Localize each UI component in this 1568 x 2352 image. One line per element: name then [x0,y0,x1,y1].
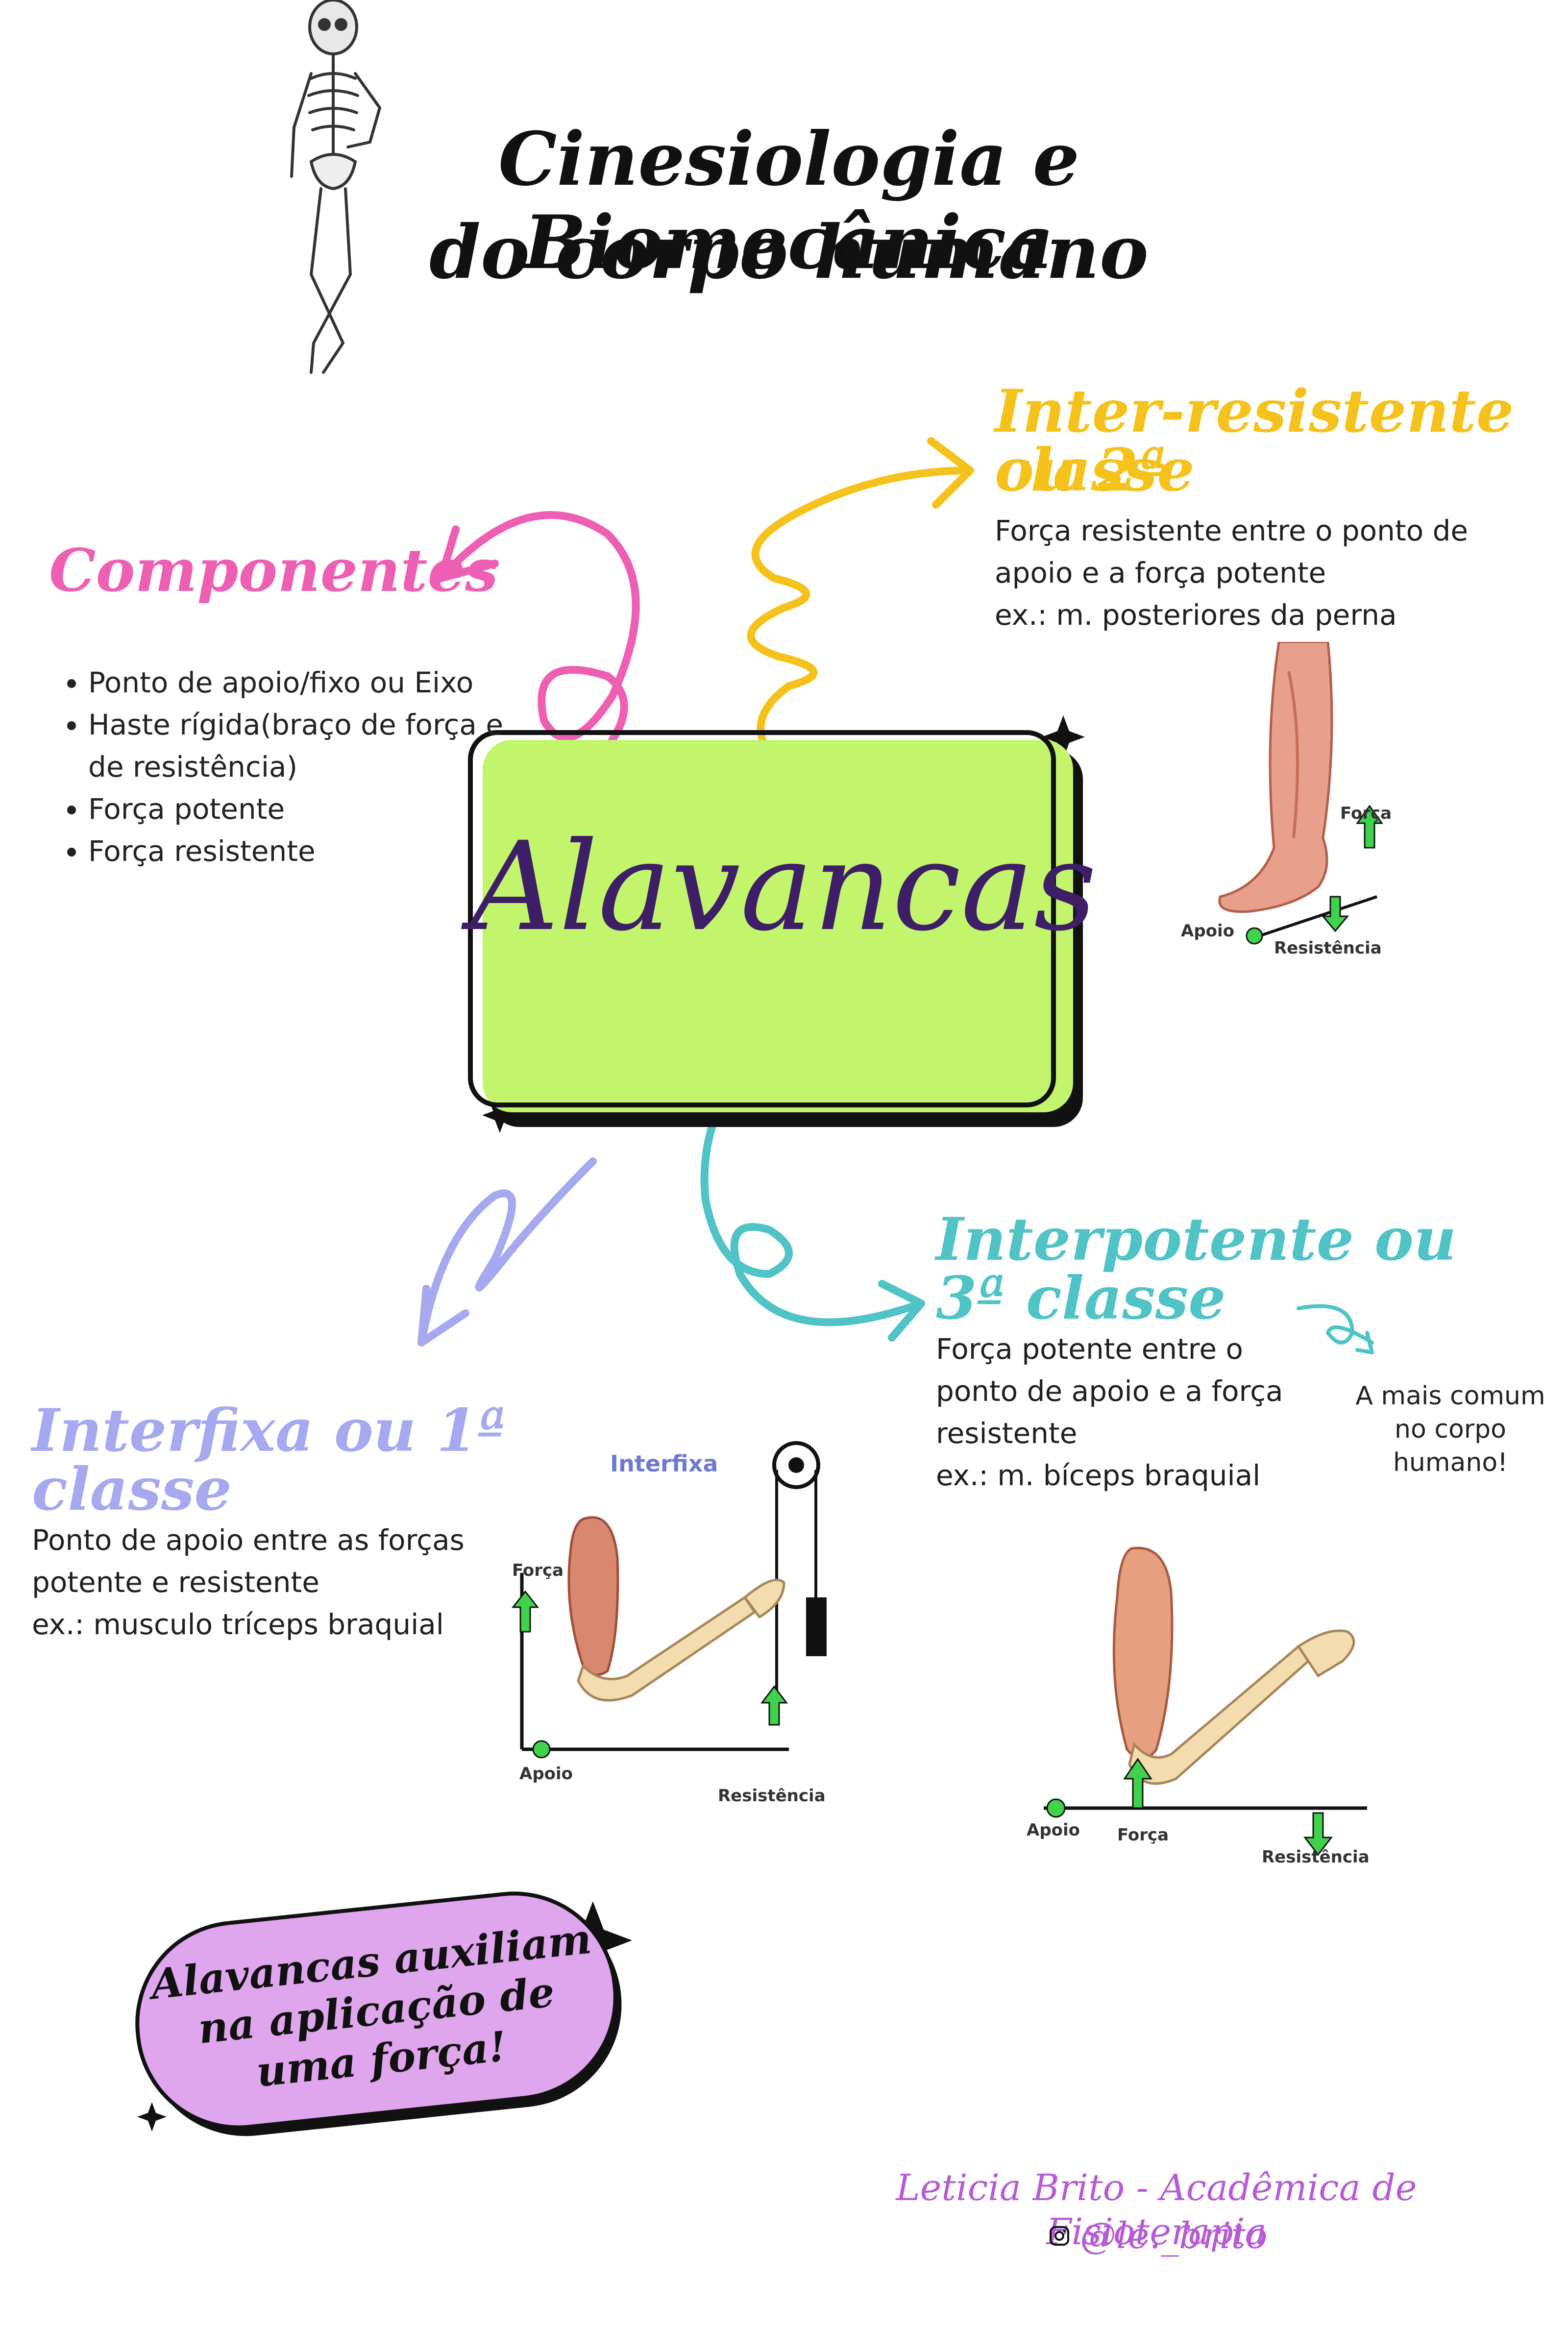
list-item: Ponto de apoio/fixo ou Eixo [88,662,544,704]
footer-author: Leticia Brito - Acadêmica de Fisioterapi… [896,2167,1417,2253]
center-label: Alavancas [470,815,1097,958]
triceps-resistencia-label: Resistência [718,1786,826,1806]
segunda-heading-2: classe [995,436,1195,505]
biceps-lever-diagram [1044,1546,1367,1856]
terceira-note: A mais comum no corpo humano! [1355,1381,1545,1477]
list-item: Força potente [88,788,544,830]
list-item: Haste rígida(braço de força e [88,704,544,746]
page-title: Cinesiologia e Biomecânica [498,116,1080,286]
instagram-icon [1050,2226,1069,2246]
list-item: Força resistente [88,830,544,872]
biceps-apoio-label: Apoio [1027,1820,1080,1840]
primeira-description: Ponto de apoio entre as forças potente e… [32,1523,465,1641]
biceps-resistencia-label: Resistência [1262,1847,1370,1867]
center-box [483,740,1073,1112]
triceps-forca-label: Força [512,1561,564,1580]
componentes-heading: Componentes [49,536,498,605]
primeira-heading-2: classe [32,1455,232,1524]
segunda-heading: Inter-resistente ou 2ª [995,377,1514,505]
footer-handle-row: @le._brito [1049,2215,1268,2257]
biceps-forca-label: Força [1117,1825,1169,1845]
triceps-lever-diagram [511,1441,827,1759]
list-item: de resistência) [88,750,298,784]
terceira-heading: Interpotente ou [936,1205,1457,1274]
segunda-description: Força resistente entre o ponto de apoio … [995,514,1469,632]
leg-resistencia-label: Resistência [1274,938,1382,958]
footer-handle[interactable]: @le._brito [1080,2215,1268,2257]
skeleton-icon [290,0,382,374]
center-box-outline [468,730,1056,1107]
componentes-list: Ponto de apoio/fixo ou Eixo Haste rígida… [54,662,544,872]
terceira-heading-2: 3ª classe [936,1264,1226,1333]
terceira-description: Força potente entre o ponto de apoio e a… [936,1332,1283,1492]
leg-lever-diagram [1218,642,1383,945]
leg-forca-label: Força [1340,804,1392,823]
page-subtitle: do corpo humano [429,209,1149,295]
primeira-heading: Interfixa ou 1ª [32,1396,506,1465]
leg-apoio-label: Apoio [1181,921,1235,941]
triceps-apoio-label: Apoio [519,1764,573,1784]
interfixa-diagram-title: Interfixa [610,1450,718,1477]
